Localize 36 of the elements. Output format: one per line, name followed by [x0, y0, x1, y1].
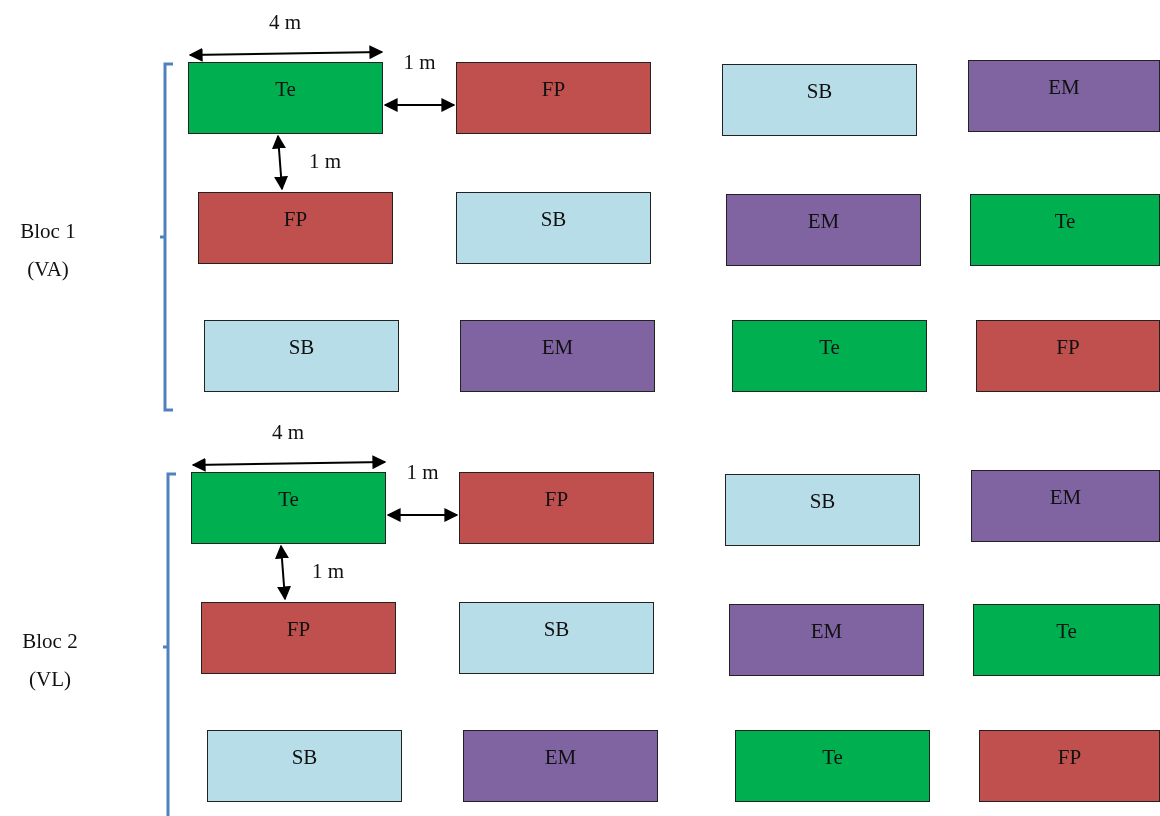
plot-box: EM: [729, 604, 924, 676]
plot-box: EM: [460, 320, 655, 392]
arrow: [383, 98, 456, 112]
edge-label: 1 m: [310, 558, 346, 584]
plot-box: SB: [459, 602, 654, 674]
plot-box: EM: [971, 470, 1160, 542]
plot-box: SB: [725, 474, 920, 546]
dimension-label: 4 m: [267, 10, 303, 35]
plot-box: EM: [463, 730, 658, 802]
plot-box: SB: [207, 730, 402, 802]
edge-label: 1 m: [405, 460, 440, 485]
dimension-label: 4 m: [270, 420, 306, 445]
plot-box: Te: [970, 194, 1160, 266]
plot-box: FP: [198, 192, 393, 264]
plot-box: FP: [976, 320, 1160, 392]
plot-box: FP: [979, 730, 1160, 802]
block-label: Bloc 1 (VA): [19, 218, 77, 283]
plot-box: EM: [968, 60, 1160, 132]
arrow: [271, 134, 289, 191]
plot-box: FP: [201, 602, 396, 674]
arrow: [386, 508, 459, 522]
edge-label: 1 m: [402, 50, 437, 75]
plot-box: Te: [732, 320, 927, 392]
plot-box: FP: [456, 62, 651, 134]
plot-box: FP: [459, 472, 654, 544]
plot-box: Te: [188, 62, 383, 134]
plot-box: SB: [456, 192, 651, 264]
plot-box: SB: [722, 64, 917, 136]
edge-label: 1 m: [307, 148, 343, 174]
arrow: [274, 544, 292, 601]
plot-box: Te: [191, 472, 386, 544]
plot-box: Te: [973, 604, 1160, 676]
plot-box: Te: [735, 730, 930, 802]
block-label: Bloc 2 (VL): [21, 628, 79, 693]
plot-box: SB: [204, 320, 399, 392]
plot-box: EM: [726, 194, 921, 266]
